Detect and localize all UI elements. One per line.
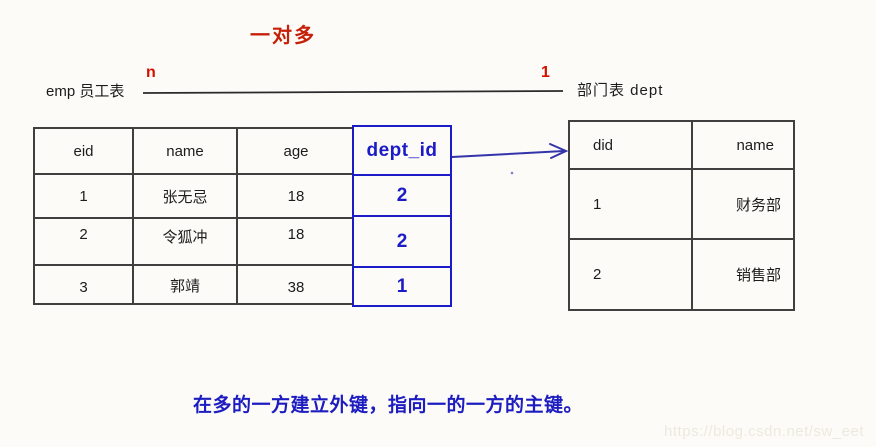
emp-header-name: name	[134, 129, 238, 175]
emp-cell-name: 张无忌	[134, 175, 238, 219]
dept-cell-name: 销售部	[735, 267, 781, 284]
dept-table-label: 部门表 dept	[577, 82, 664, 99]
cardinality-n-label: n	[146, 64, 156, 81]
emp-cell-age: 18	[238, 175, 354, 219]
relationship-line	[142, 90, 564, 94]
dept-header-name: name	[693, 122, 793, 170]
dept-header-did: did	[570, 122, 693, 170]
cardinality-1-label: 1	[541, 64, 550, 81]
emp-cell-dept-id: 1	[396, 275, 408, 297]
emp-table-label: emp 员工表	[46, 83, 125, 100]
diagram-title: 一对多	[250, 25, 316, 47]
emp-cell-dept-id: 2	[354, 176, 450, 217]
dept-table: did name 1 财务部 2 销售部	[568, 120, 795, 311]
dept-cell-did: 1	[570, 170, 693, 240]
emp-cell-dept-id: 2	[354, 217, 450, 268]
explanation-note: 在多的一方建立外键，指向一的一方的主键。	[193, 395, 584, 416]
emp-cell-age: 38	[287, 279, 305, 296]
emp-cell-eid: 1	[35, 175, 134, 219]
emp-cell-eid: 3	[35, 266, 134, 303]
watermark-url: https://blog.csdn.net/sw_eet	[664, 423, 864, 440]
emp-cell-name: 郭靖	[134, 266, 238, 303]
foreign-key-arrow	[451, 143, 569, 159]
dept-cell-name: 财务部	[693, 170, 793, 240]
emp-header-dept-id: dept_id	[354, 127, 450, 176]
emp-header-eid: eid	[35, 129, 134, 175]
dept-cell-did: 2	[570, 240, 693, 309]
emp-cell-eid: 2	[35, 219, 134, 266]
emp-header-age: age	[238, 129, 354, 175]
emp-dept-id-column: dept_id 2 2 1	[352, 125, 452, 307]
emp-cell-name: 令狐冲	[134, 219, 238, 266]
emp-cell-age: 18	[238, 219, 354, 266]
emp-table: eid name age 1 张无忌 18 2 令狐冲 18 3 郭靖 38	[33, 127, 356, 305]
